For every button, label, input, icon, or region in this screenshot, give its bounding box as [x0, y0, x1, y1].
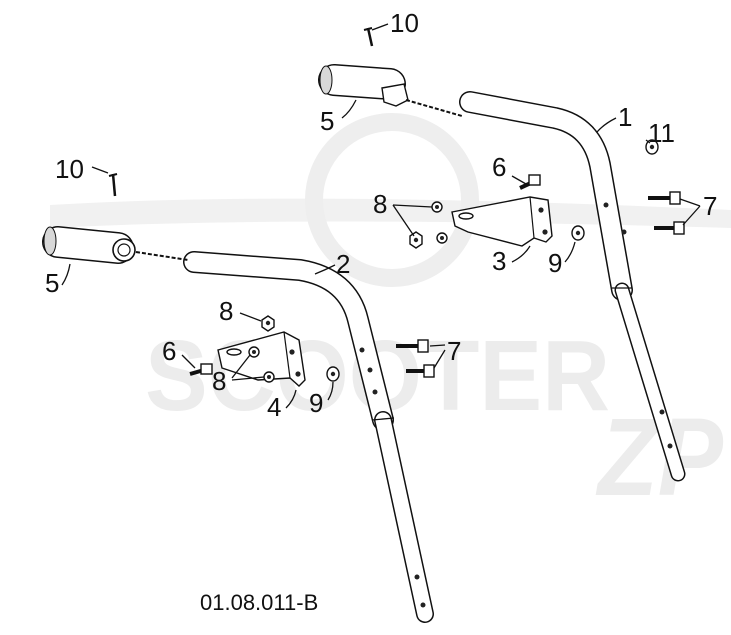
diagram-code: 01.08.011-B	[200, 590, 318, 615]
handle-right	[459, 91, 686, 482]
callouts: 10 5 1 11 6 8 7 3 9 10 5 2 8 6 8 7 4 9	[45, 8, 717, 422]
callout-nut-8-lower-top: 8	[219, 296, 233, 326]
bolt-6-right	[519, 174, 541, 190]
bolt-6-left	[189, 363, 213, 376]
bolts-7-right	[648, 191, 685, 235]
pin-top	[363, 27, 374, 47]
handle-left	[183, 251, 434, 623]
callout-grip-left: 5	[45, 268, 59, 298]
bracket-3	[451, 196, 553, 247]
callout-handle-left: 2	[336, 249, 350, 279]
callout-washer-9-lower: 9	[309, 388, 323, 418]
grip-left	[42, 226, 189, 264]
callout-pin-left: 10	[55, 154, 84, 184]
callout-bolt-6-right: 6	[492, 152, 506, 182]
washer-9-lower	[326, 366, 340, 382]
nuts-8-lower	[248, 346, 275, 383]
callout-bolt-7-lower: 7	[447, 336, 461, 366]
callout-nut-8-upper: 8	[373, 189, 387, 219]
callout-handle-right: 1	[618, 102, 632, 132]
callout-bolt-6-left: 6	[162, 336, 176, 366]
washer-11	[645, 139, 659, 155]
callout-pin-top: 10	[390, 8, 419, 38]
callout-washer-11: 11	[648, 118, 675, 148]
grip-top	[318, 64, 463, 117]
callout-bolt-7-right: 7	[703, 191, 717, 221]
callout-nut-8-lower: 8	[212, 366, 226, 396]
nut-8-lower-top	[261, 315, 275, 332]
callout-bracket-4: 4	[267, 392, 281, 422]
callout-washer-9-right: 9	[548, 248, 562, 278]
pin-left	[108, 173, 118, 197]
callout-grip-top: 5	[320, 106, 334, 136]
callout-bracket-3: 3	[492, 246, 506, 276]
washer-9-right	[571, 225, 585, 241]
bracket-4	[217, 331, 306, 387]
leader-lines	[61, 23, 701, 409]
bolts-7-lower	[396, 339, 435, 378]
